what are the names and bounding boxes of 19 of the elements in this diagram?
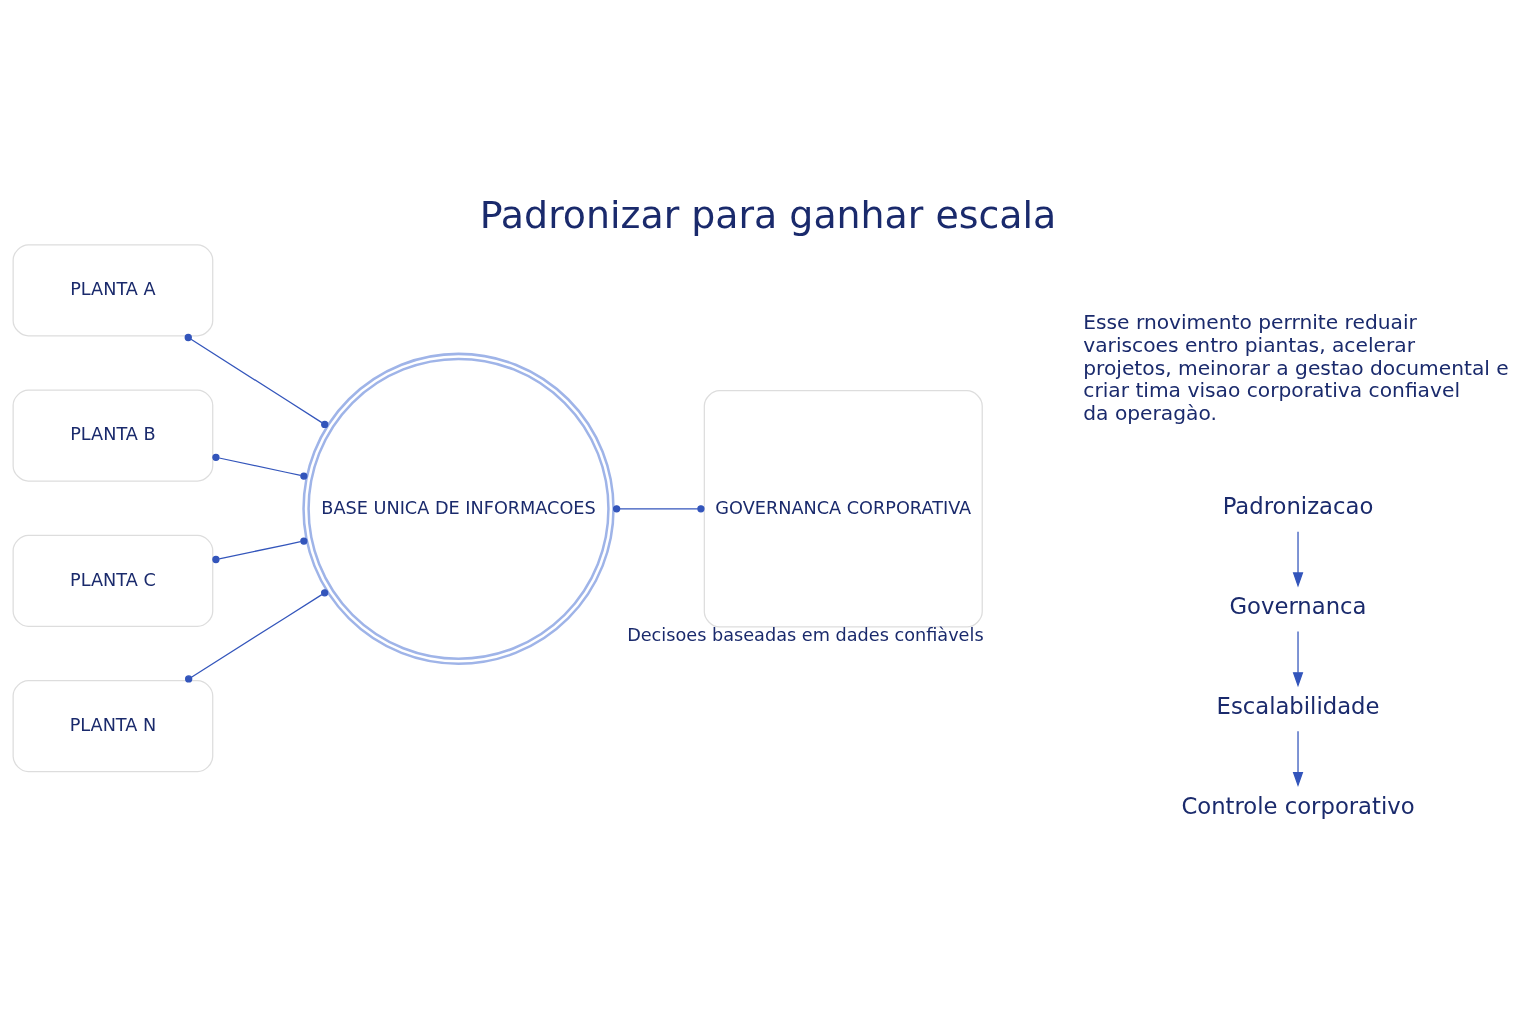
arrow xyxy=(1292,531,1304,588)
label: Esse rnovimento perrnite reduair variscoes entro piantas, acelerar projetos, meinorar a gestao documental e criar tima visao corporativa confiavel da operagào. xyxy=(1083,310,1509,426)
diagram-title: Padronizar para ganhar escala xyxy=(479,193,1057,238)
node-box: PLANTA A xyxy=(12,244,214,337)
connector xyxy=(184,333,329,429)
connector xyxy=(185,589,329,683)
arrow xyxy=(1292,730,1304,788)
arrow xyxy=(1292,630,1304,688)
connector xyxy=(612,505,705,513)
connector xyxy=(212,453,308,480)
node-label: Decisoes baseadas em dades confiàvels xyxy=(627,625,984,646)
node-text: Controle corporativo xyxy=(1181,792,1415,819)
node-text: Escalabilidade xyxy=(1216,692,1380,719)
node-text: Padronizacao xyxy=(1222,493,1374,520)
node-box: PLANTA C xyxy=(12,534,214,627)
node-box: PLANTA B xyxy=(12,389,214,482)
connector xyxy=(212,537,308,564)
node-box: PLANTA N xyxy=(12,680,214,773)
node-text: Governanca xyxy=(1229,593,1367,620)
